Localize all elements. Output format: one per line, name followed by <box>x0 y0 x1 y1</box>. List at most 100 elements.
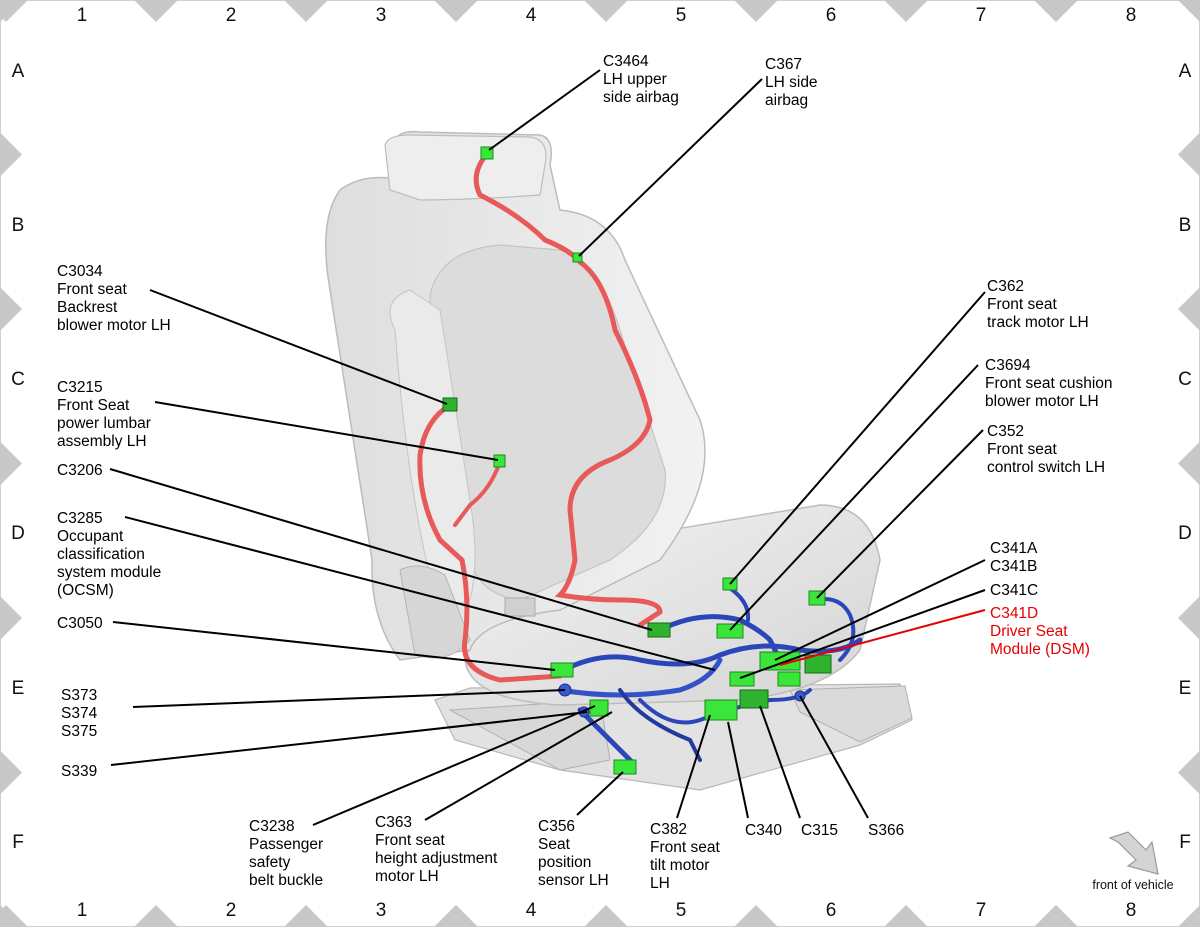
label-c3238-line2: Passenger <box>249 836 323 853</box>
label-c382-line2: Front seat <box>650 839 720 856</box>
label-c367-line3: airbag <box>765 92 808 109</box>
grid-marker-bottom <box>734 905 778 927</box>
label-c3215-line4: assembly LH <box>57 433 147 450</box>
label-c341c-line1: C341C <box>990 582 1038 599</box>
label-c362-line2: Front seat <box>987 296 1057 313</box>
label-c3464-line3: side airbag <box>603 89 679 106</box>
label-c3215: C3215 Front Seat power lumbar assembly L… <box>57 379 151 450</box>
label-s339-line1: S339 <box>61 763 97 780</box>
label-c3034-line3: Backrest <box>57 299 118 316</box>
label-c362-line1: C362 <box>987 278 1024 295</box>
grid-marker-bottom <box>584 905 628 927</box>
label-c356-line1: C356 <box>538 818 575 835</box>
label-s373-line2: S374 <box>61 705 98 722</box>
label-c3238-line4: belt buckle <box>249 872 323 889</box>
label-c356-line3: position <box>538 854 591 871</box>
label-c3285-line4: system module <box>57 564 161 581</box>
grid-marker-top <box>584 0 628 22</box>
label-c352-line1: C352 <box>987 423 1024 440</box>
label-c382-line3: tilt motor <box>650 857 709 874</box>
label-c356-line2: Seat <box>538 836 571 853</box>
seat-illustration <box>325 130 913 791</box>
blue-harness-tilt <box>618 688 702 762</box>
label-c367: C367 LH side airbag <box>765 56 818 109</box>
label-c315-line1: C315 <box>801 822 838 839</box>
grid-row-e-right: E <box>1179 678 1192 699</box>
label-c341d-line1: C341D <box>990 605 1038 622</box>
grid-row-b-left: B <box>12 215 25 236</box>
label-c3694: C3694 Front seat cushion blower motor LH <box>985 357 1113 410</box>
label-c3050: C3050 <box>57 615 103 632</box>
label-c382-line1: C382 <box>650 821 687 838</box>
grid-marker-top <box>134 0 178 22</box>
grid-columns-bottom: 1 2 3 4 5 6 7 8 <box>77 900 1137 921</box>
label-c367-line2: LH side <box>765 74 818 91</box>
red-harness-lumbar <box>453 460 502 527</box>
arrow-down-right-icon <box>1108 831 1159 875</box>
label-s373-line3: S375 <box>61 723 97 740</box>
grid-marker-left <box>0 905 22 932</box>
label-c363-line4: motor LH <box>375 868 439 885</box>
label-s366: S366 <box>868 822 904 839</box>
grid-col-8-top: 8 <box>1126 5 1137 26</box>
grid-marker-top <box>434 0 478 22</box>
grid-marker-right <box>1178 0 1200 22</box>
grid-marker-top <box>734 0 778 22</box>
connector-c382 <box>704 699 738 721</box>
label-c3464-line2: LH upper <box>603 71 667 88</box>
label-c352: C352 Front seat control switch LH <box>987 423 1105 476</box>
label-c356: C356 Seat position sensor LH <box>538 818 609 889</box>
label-c341d: C341D Driver Seat Module (DSM) <box>990 605 1090 658</box>
red-harness-backrest <box>417 402 563 683</box>
grid-row-c-left: C <box>11 369 25 390</box>
label-c363-line3: height adjustment <box>375 850 498 867</box>
grid-col-4-top: 4 <box>526 5 537 26</box>
label-c341b: C341B <box>990 558 1037 575</box>
label-c3206-line1: C3206 <box>57 462 103 479</box>
grid-row-f-left: F <box>12 832 24 853</box>
grid-col-3-top: 3 <box>376 5 387 26</box>
label-c352-line2: Front seat <box>987 441 1057 458</box>
connector-c3215 <box>493 454 506 468</box>
grid-marker-left <box>0 596 22 640</box>
connector-c341a <box>759 651 801 671</box>
grid-marker-right <box>1178 596 1200 640</box>
backrest-panel <box>429 244 666 601</box>
label-c3034: C3034 Front seat Backrest blower motor L… <box>57 263 171 334</box>
front-of-vehicle-label: front of vehicle <box>1092 878 1173 892</box>
grid-row-f-right: F <box>1179 832 1191 853</box>
label-c3285-line3: classification <box>57 546 145 563</box>
label-c341a: C341A <box>990 540 1038 557</box>
label-c340: C340 <box>745 822 782 839</box>
grid-marker-bottom <box>134 905 178 927</box>
grid-col-2-top: 2 <box>226 5 237 26</box>
grid-marker-left <box>0 132 22 177</box>
connector-c340 <box>777 671 801 687</box>
grid-col-6-top: 6 <box>826 5 837 26</box>
connector-c356 <box>613 759 637 775</box>
grid-marker-top <box>1034 0 1078 22</box>
label-c341d-line3: Module (DSM) <box>990 641 1090 658</box>
grid-col-4-bottom: 4 <box>526 900 537 921</box>
grid-col-2-bottom: 2 <box>226 900 237 921</box>
label-c3464-line1: C3464 <box>603 53 649 70</box>
grid-col-6-bottom: 6 <box>826 900 837 921</box>
label-c3694-line2: Front seat cushion <box>985 375 1113 392</box>
label-c3238-line1: C3238 <box>249 818 295 835</box>
label-c362: C362 Front seat track motor LH <box>987 278 1089 331</box>
label-c340-line1: C340 <box>745 822 782 839</box>
seat-headrest <box>384 134 547 201</box>
label-c382-line4: LH <box>650 875 670 892</box>
grid-marker-bottom <box>434 905 478 927</box>
grid-col-7-bottom: 7 <box>976 900 987 921</box>
grid-marker-right <box>1178 750 1200 795</box>
label-c3034-line4: blower motor LH <box>57 317 171 334</box>
label-c356-line4: sensor LH <box>538 872 609 889</box>
grid-row-c-right: C <box>1178 369 1192 390</box>
label-s366-line1: S366 <box>868 822 904 839</box>
grid-marker-left <box>0 0 22 22</box>
grid-marker-top <box>884 0 928 22</box>
grid-col-1-top: 1 <box>77 5 88 26</box>
